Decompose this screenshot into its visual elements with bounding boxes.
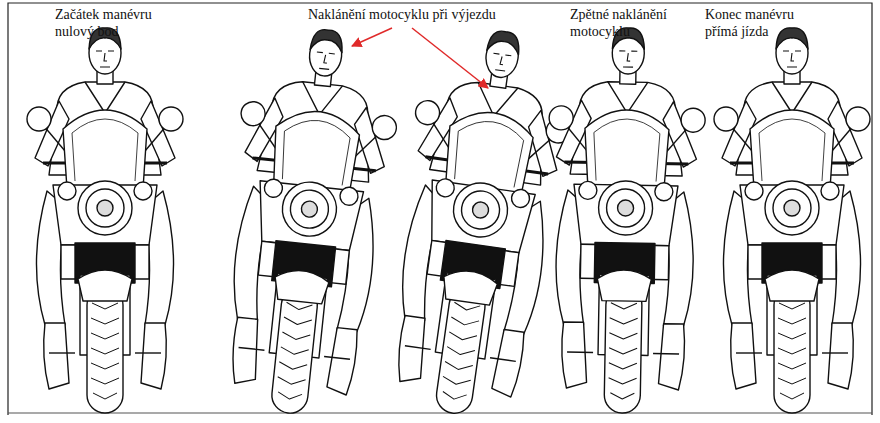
stage-label: Zpětné naklánění motocyklu: [570, 6, 690, 40]
red-arrow: [412, 28, 488, 88]
motorcycle-upright: [714, 28, 870, 413]
motorcycle-upright: [27, 28, 183, 413]
stage-label: Začátek manévru nulový bod: [55, 6, 170, 40]
ground-line: [8, 412, 872, 413]
stage-label: Naklánění motocyklu při výjezdu: [308, 6, 568, 23]
motorcycle-leaning: [210, 22, 405, 421]
stage-label: Konec manévru přímá jízda: [705, 6, 815, 40]
red-arrow: [352, 28, 392, 46]
motorcycle-returning: [544, 27, 707, 415]
motorcycle-leaning: [375, 21, 583, 423]
